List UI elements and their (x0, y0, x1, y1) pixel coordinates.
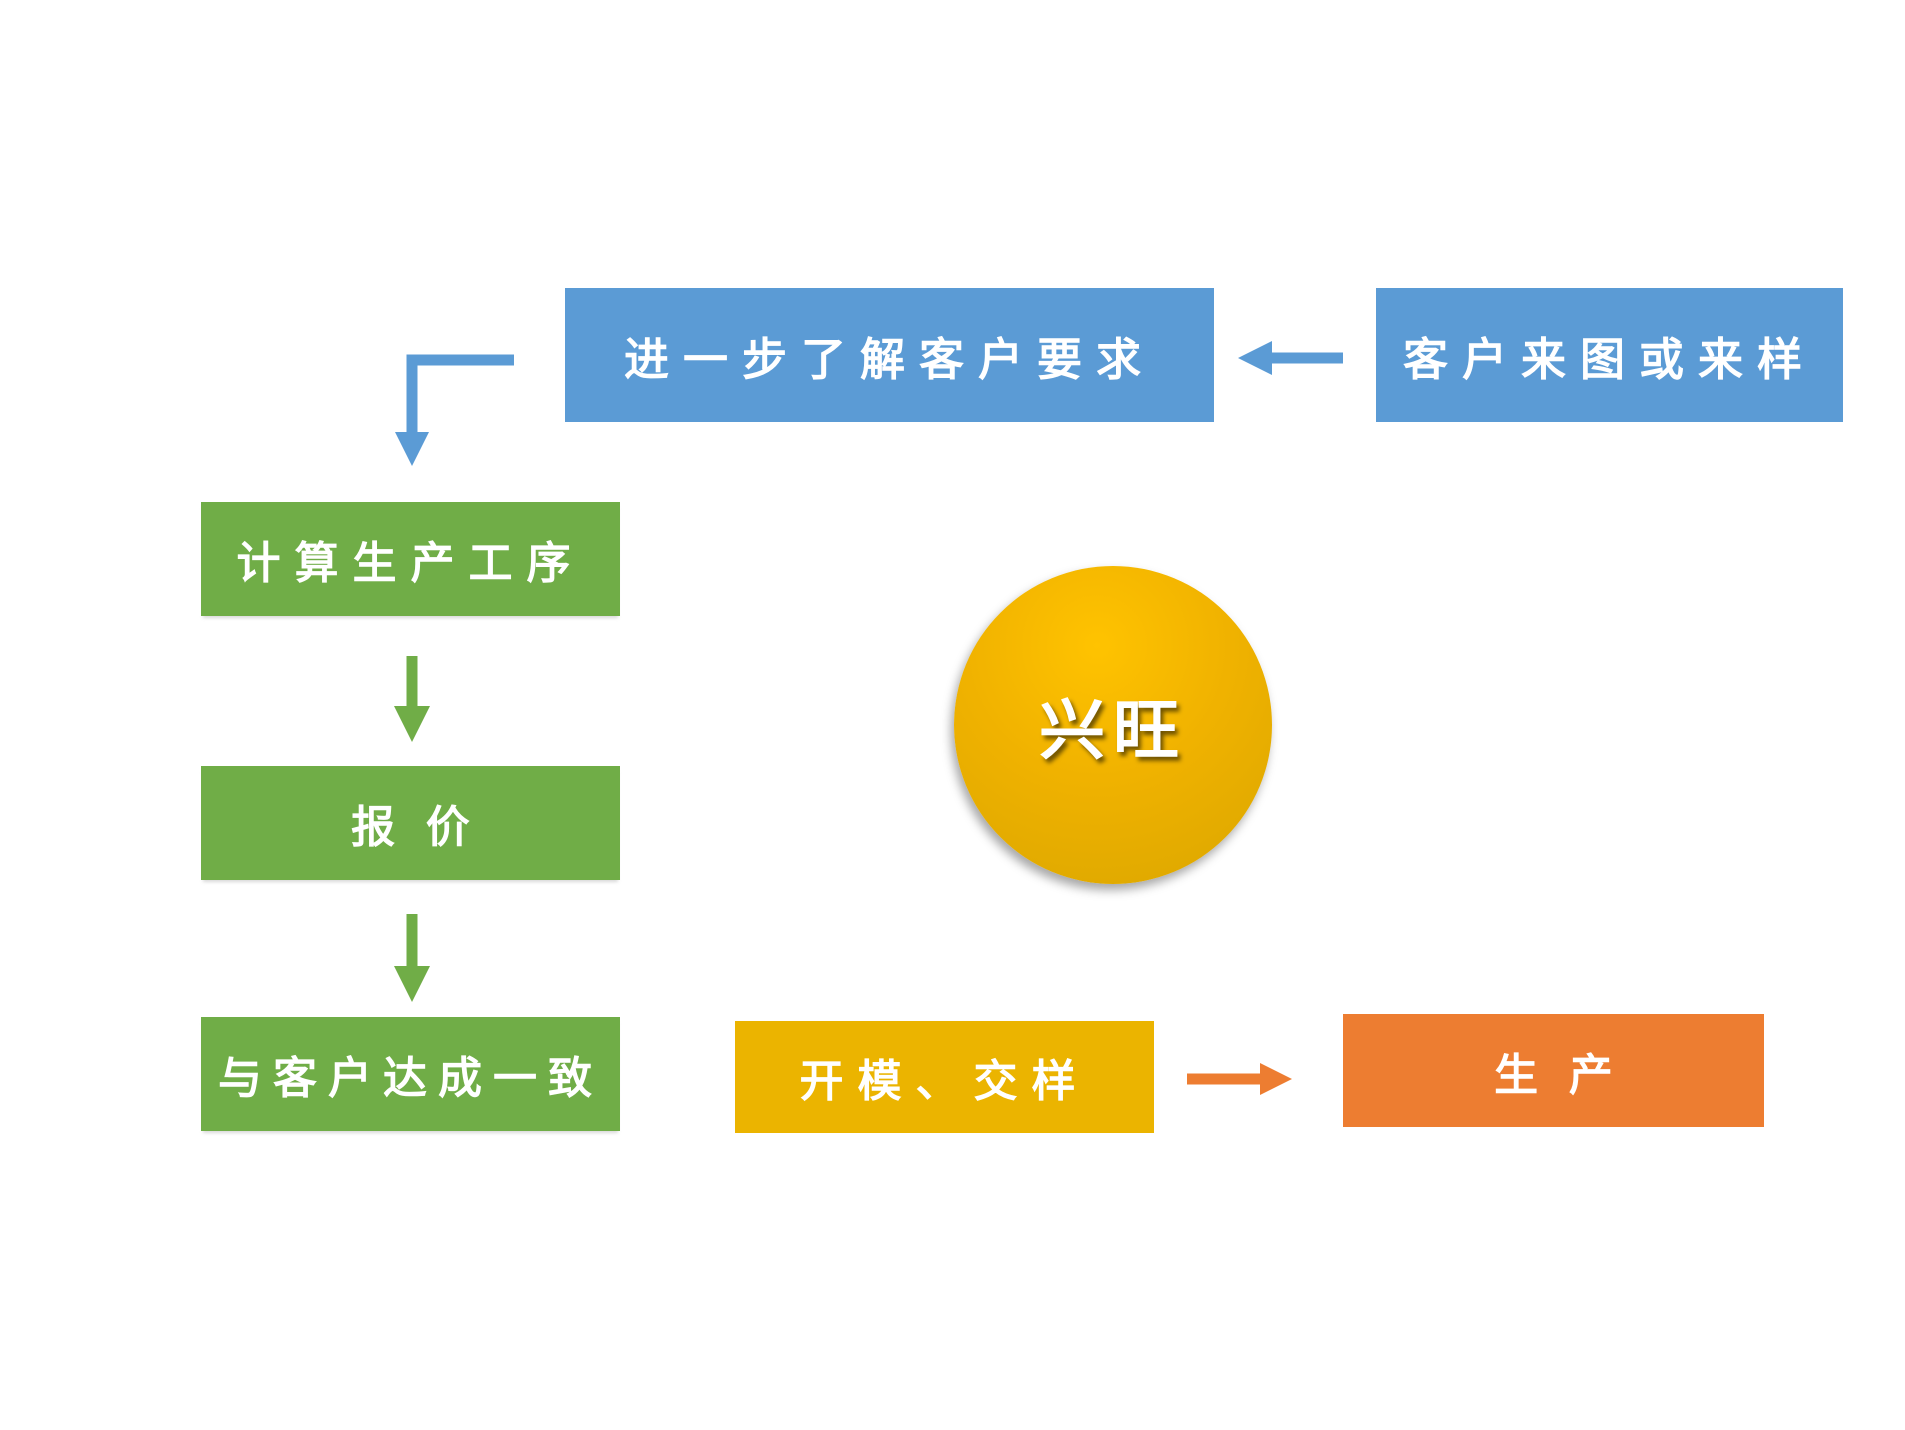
arrow-quote-to-agree (394, 914, 430, 1002)
arrow-further-to-calc (395, 354, 514, 466)
step-quote: 报 价 (201, 766, 620, 880)
step-production: 生 产 (1343, 1014, 1764, 1127)
step-mold-and-sample: 开模、交样 (735, 1021, 1154, 1133)
arrow-calc-to-quote (394, 656, 430, 742)
center-brand-label: 兴旺 (1039, 691, 1187, 769)
step-label: 客户来图或来样 (1402, 332, 1816, 386)
step-calculate-production-process: 计算生产工序 (201, 502, 620, 616)
step-label: 进一步了解客户要求 (623, 332, 1155, 386)
step-label: 开模、交样 (799, 1056, 1090, 1107)
center-brand-circle: 兴旺 (954, 566, 1272, 884)
step-reach-agreement: 与客户达成一致 (201, 1017, 620, 1131)
step-label: 报 价 (351, 802, 470, 853)
step-client-drawing-or-sample: 客户来图或来样 (1376, 288, 1843, 422)
step-label: 与客户达成一致 (218, 1053, 603, 1104)
step-further-understand-requirements: 进一步了解客户要求 (565, 288, 1214, 422)
step-label: 计算生产工序 (236, 538, 585, 589)
step-label: 生 产 (1494, 1049, 1613, 1101)
arrow-mold-to-production (1187, 1063, 1292, 1095)
arrow-client-to-further (1238, 341, 1343, 375)
